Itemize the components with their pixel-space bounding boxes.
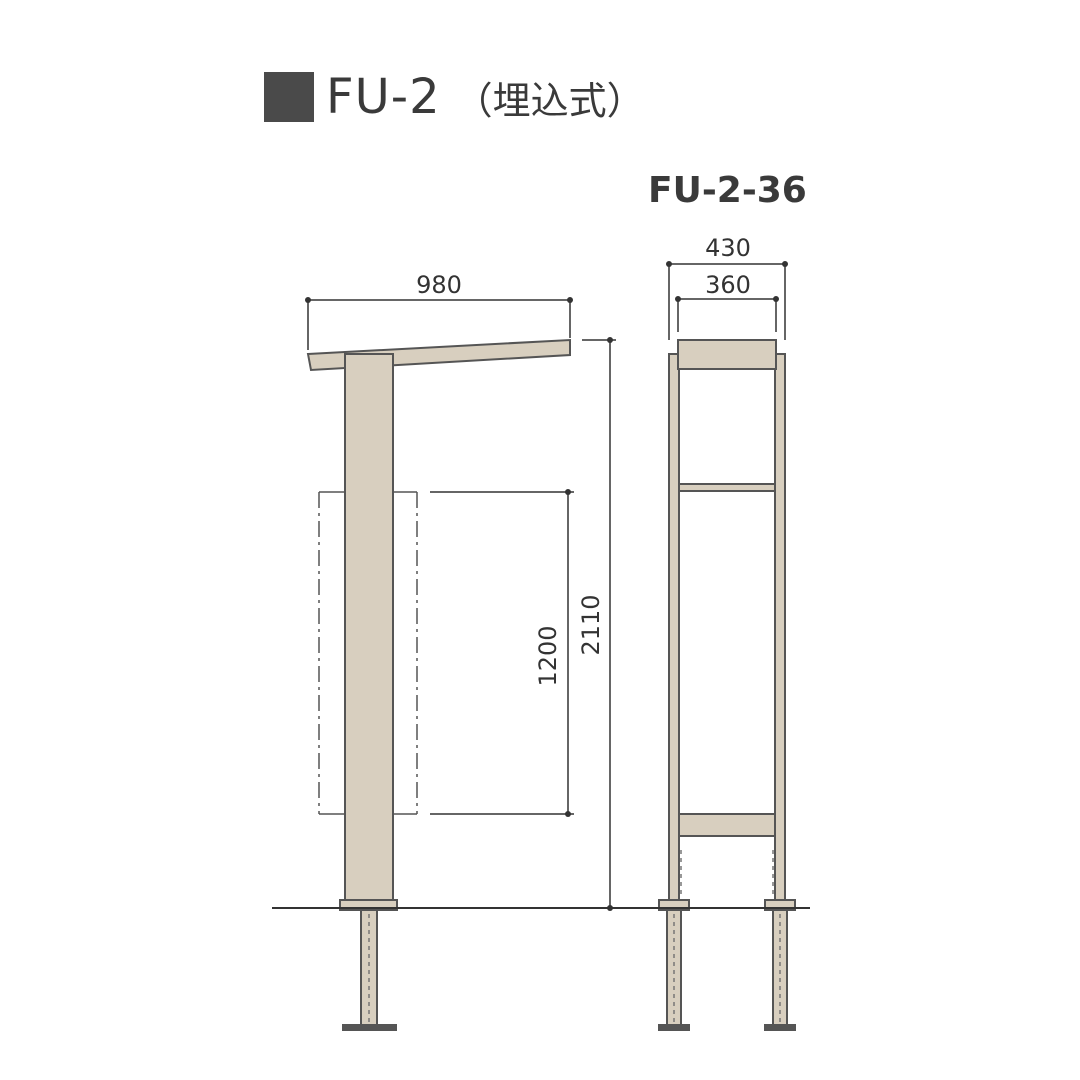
title-square-marker bbox=[264, 72, 314, 122]
side-anchor-foot bbox=[342, 1024, 397, 1031]
anchor-hatching bbox=[368, 850, 781, 1022]
title-installation-type: （埋込式） bbox=[454, 78, 645, 123]
panel-outline-dashed bbox=[318, 491, 418, 815]
dim-inner-width: 360 bbox=[705, 271, 751, 299]
front-right-post bbox=[774, 353, 786, 901]
front-bottom-bar bbox=[678, 813, 776, 837]
diagram-title: FU-2 （埋込式） bbox=[264, 62, 645, 132]
front-left-post bbox=[668, 353, 680, 901]
dim-panel-height: 1200 bbox=[534, 625, 562, 686]
front-right-anchor bbox=[772, 909, 788, 1027]
dim-outer-width: 430 bbox=[705, 234, 751, 262]
front-left-anchor-foot bbox=[658, 1024, 690, 1031]
front-top-bar bbox=[677, 339, 777, 370]
front-left-anchor bbox=[666, 909, 682, 1027]
dim-total-height: 2110 bbox=[577, 594, 605, 655]
side-main-post bbox=[344, 353, 394, 901]
dim-end-dots bbox=[305, 261, 788, 911]
side-anchor-post bbox=[360, 909, 378, 1027]
front-view-model-label: FU-2-36 bbox=[648, 170, 807, 211]
dim-roof-width: 980 bbox=[416, 271, 462, 299]
front-right-anchor-foot bbox=[764, 1024, 796, 1031]
front-middle-bar bbox=[678, 483, 776, 492]
title-model-name: FU-2 bbox=[326, 69, 441, 125]
